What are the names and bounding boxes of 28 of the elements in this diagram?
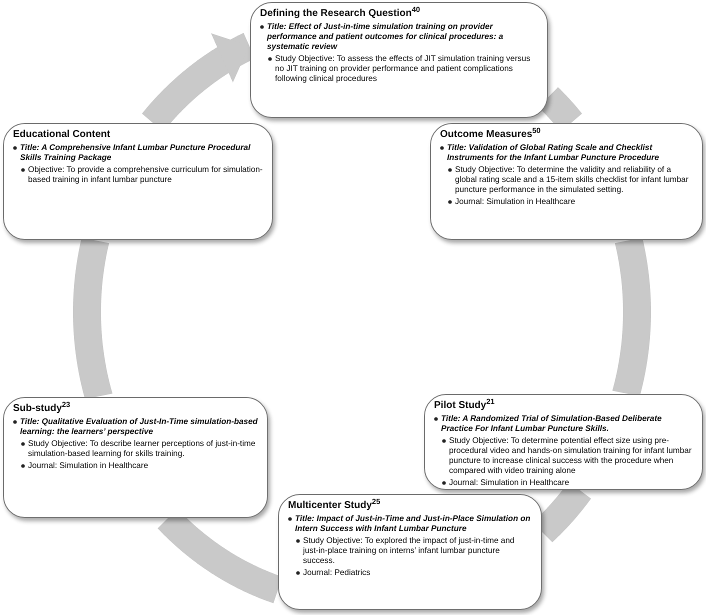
study-title: Title: Impact of Just-in-Time and Just-in-Place Simulation on Intern Success with Infant Lumbar Puncture [295,514,532,534]
study-card [278,494,542,610]
bullet-text: Journal: Simulation in Healthcare [455,197,576,207]
bullet-text: Journal: Pediatrics [303,568,370,578]
card-heading: Defining the Research Question$^{40}$ [260,7,422,20]
study-card [250,2,548,118]
bullet-text: Objective: To provide a comprehensive curriculum for simulation-based training in infant lumbar puncture [28,165,263,185]
card-heading: Pilot Study$^{21}$ [434,399,496,412]
bullet-text: Study Objective: To describe learner perceptions of just-in-time simulation-based learning for skills training. [28,439,256,459]
bullet-text: Study Objective: To determine the validity and reliability of a global rating scale and a 15-item skills checklist for infant lumbar puncture performance in the simulated setting. [455,165,690,195]
card-heading: Educational Content [13,128,112,141]
study-title: Title: A Comprehensive Infant Lumbar Puncture Procedural Skills Training Package [20,143,252,163]
study-card [3,397,268,518]
study-title: Title: Validation of Global Rating Scale and Checklist Instruments for the Infant Lumbar Puncture Procedure [447,143,660,163]
study-card [3,123,273,240]
study-card [424,394,703,490]
bullet-text: Journal: Simulation in Healthcare [28,461,148,471]
study-title: Title: Effect of Just-in-time simulation training on provider performance and patient outcomes for clinical procedures: a systematic review [267,22,504,52]
bullet-text: Study Objective: To determine potential effect size using pre-procedural video and hands-on simulation training for infant lumbar puncture to increase clinical success with the procedure when compared with video training alone [449,436,693,476]
bullet-text: Journal: Simulation in Healthcare [449,478,570,488]
card-heading: Sub-study$^{23}$ [13,402,72,415]
bullet-text: Study Objective: To explored the impact of just-in-time and just-in-place training on interns’ infant lumbar puncture success. [303,536,516,566]
card-heading: Outcome Measures$^{50}$ [440,128,542,141]
study-card [430,123,703,240]
bullet-text: Study Objective: To assess the effects of JIT simulation training versus no JIT training on provider performance and patient complications following clinical procedures [275,54,532,84]
study-title: Title: Qualitative Evaluation of Just-In-Time simulation-based learning: the learners’ perspective [20,417,258,437]
study-title: Title: A Randomized Trial of Simulation-Based Deliberate Practice For Infant Lumbar Puncture Skills. [441,414,663,434]
card-heading: Multicenter Study$^{25}$ [288,499,382,512]
